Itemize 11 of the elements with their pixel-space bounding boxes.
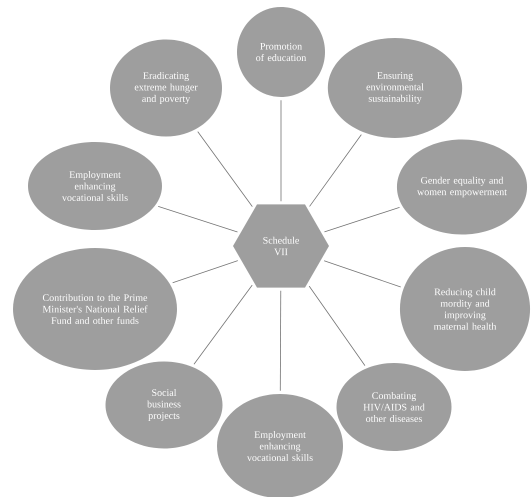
connector-line [172, 260, 238, 284]
connector-line [309, 134, 362, 207]
connector-line [280, 100, 282, 202]
connector-line [324, 206, 400, 232]
hexagon: Schedule VII [233, 204, 329, 288]
connector-line [280, 290, 282, 392]
connector-line [324, 260, 402, 288]
connector-line [158, 206, 238, 232]
connector-line [308, 286, 366, 366]
connector-line [197, 131, 253, 208]
connector-line [194, 284, 253, 365]
